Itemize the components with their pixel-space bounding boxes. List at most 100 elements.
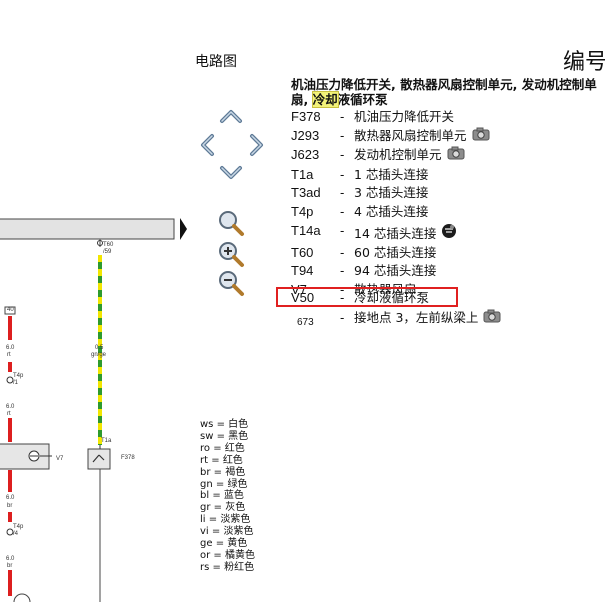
color-code-row: gr = 灰色 [200, 502, 255, 514]
camera-icon[interactable] [472, 127, 490, 147]
legend-separator: - [340, 147, 345, 163]
left-color-2: rt [7, 411, 11, 417]
color-name: 蓝色 [223, 490, 244, 502]
legend-separator: - [340, 109, 345, 124]
legend-desc: 机油压力降低开关 [354, 109, 455, 124]
color-code: rt [200, 454, 209, 466]
legend-item[interactable]: J293-散热器风扇控制单元 [291, 127, 490, 146]
legend-code: T3ad [291, 185, 321, 201]
color-code: sw [200, 430, 214, 442]
legend-item[interactable]: F378 -机油压力降低开关 [291, 108, 490, 127]
wire-color-legend: ws = 白色 sw = 黑色 ro = 红色 rt = 红色 br = 褐色 … [200, 419, 255, 574]
v7-label: V7 [56, 456, 64, 462]
legend-item-673[interactable]: 673-接地点 3，左前纵梁上 [291, 309, 501, 328]
wire-size-mid: 0.5 [95, 345, 104, 351]
left-size-3: 6.0 [6, 495, 15, 501]
nav-right-button[interactable] [244, 132, 270, 158]
legend-separator: - [340, 263, 345, 279]
legend-desc: 冷却液循环泵 [354, 290, 430, 305]
nav-up-button[interactable] [218, 103, 244, 129]
t4p-b-pin: /4 [13, 531, 19, 537]
legend-code: J623 [291, 147, 320, 163]
zoom-in-icon [219, 242, 244, 267]
left-size-1: 6.0 [6, 345, 15, 351]
nav-left-button[interactable] [194, 132, 220, 158]
left-color-3: br [7, 503, 13, 509]
legend-item[interactable]: T14a -14 芯插头连接 [291, 222, 490, 244]
chevron-down-icon [220, 166, 242, 179]
color-separator: = [213, 549, 222, 561]
legend-item[interactable]: T1a -1 芯插头连接 [291, 166, 490, 185]
legend-desc: 3 芯插头连接 [354, 185, 429, 201]
color-name: 褐色 [225, 466, 246, 478]
legend-separator: - [340, 290, 345, 305]
legend-item[interactable]: J623-发动机控制单元 [291, 146, 490, 165]
color-code: ro [200, 442, 211, 454]
color-code-row: or = 橘黄色 [200, 550, 255, 562]
legend-separator: - [340, 166, 345, 182]
title-highlight: 冷却 [311, 91, 339, 108]
chevron-right-icon [250, 134, 263, 156]
legend-code: T1a [291, 166, 314, 182]
legend-separator: - [340, 127, 345, 143]
circuit-diagram[interactable] [0, 0, 200, 602]
color-name: 黄色 [227, 538, 248, 550]
legend-desc: 60 芯插头连接 [354, 244, 437, 260]
color-code-row: ro = 红色 [200, 443, 255, 455]
legend-desc: 1 芯插头连接 [354, 166, 429, 182]
camera-icon[interactable] [447, 146, 465, 166]
legend-code: F378 [291, 109, 321, 124]
color-code-row: rt = 红色 [200, 455, 255, 467]
zoom-in-button[interactable] [216, 239, 246, 269]
color-code: ge [200, 538, 213, 550]
t4p-b-label: T4p [13, 524, 24, 530]
color-separator: = [215, 538, 225, 550]
nav-down-button[interactable] [218, 160, 244, 186]
color-name: 红色 [222, 454, 243, 466]
bar-arrow [180, 218, 187, 240]
color-name: 淡紫色 [223, 526, 254, 538]
zoom-out-button[interactable] [216, 268, 246, 298]
color-code-row: vi = 淡紫色 [200, 526, 255, 538]
color-code: bl [200, 490, 210, 502]
legend-desc: 14 芯插头连接 [354, 225, 437, 241]
t4p-a-label: T4p [13, 373, 24, 379]
legend-item-v50[interactable]: V50-冷却液循环泵 [291, 289, 429, 308]
connector-icon[interactable] [441, 223, 457, 245]
control-unit-bar [0, 218, 175, 240]
chevron-left-icon [201, 134, 214, 156]
zoom-fit-button[interactable] [216, 208, 246, 238]
legend-code: T14a [291, 222, 321, 238]
legend-item[interactable]: T94 -94 芯插头连接 [291, 262, 490, 281]
color-code: vi [200, 526, 209, 538]
magnifier-icon [219, 211, 244, 236]
left-color-1: rt [7, 352, 11, 358]
legend-desc: 接地点 3，左前纵梁上 [354, 310, 479, 325]
section-label: 电路图 [195, 54, 237, 70]
legend-separator: - [340, 185, 345, 201]
color-name: 灰色 [225, 502, 246, 514]
legend-item[interactable]: T3ad -3 芯插头连接 [291, 184, 490, 203]
legend-item[interactable]: T60-60 芯插头连接 [291, 244, 490, 263]
camera-icon[interactable] [483, 309, 501, 329]
legend-separator: - [340, 222, 345, 238]
title-prefix: 扇, [291, 92, 313, 107]
legend-desc: 94 芯插头连接 [354, 263, 437, 279]
t1a-label: T1a [101, 438, 112, 444]
left-size-2: 6.0 [6, 404, 15, 410]
left-color-4: br [7, 563, 13, 569]
color-name: 红色 [224, 442, 245, 454]
color-separator: = [216, 430, 225, 442]
left-connector-num: 40 [7, 307, 14, 313]
wire-color-mid: gn/ge [91, 352, 107, 358]
legend-separator: - [340, 203, 345, 219]
color-code-row: ge = 黄色 [200, 538, 255, 550]
legend-code: T94 [291, 263, 314, 279]
legend-separator: - [340, 244, 345, 260]
color-name: 淡紫色 [220, 514, 251, 526]
selected-legend-row[interactable] [276, 287, 458, 307]
legend-item[interactable]: T4p-4 芯插头连接 [291, 203, 490, 222]
legend-code: 673 [297, 317, 314, 328]
legend-code: J293 [291, 127, 320, 143]
legend-desc: 4 芯插头连接 [354, 203, 429, 219]
